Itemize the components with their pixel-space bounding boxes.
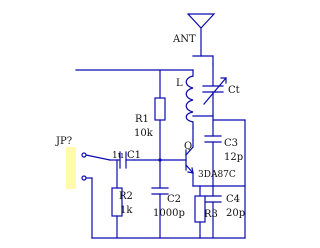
capacitor-c4 [204, 185, 222, 239]
r3-name: R3 [204, 209, 218, 220]
capacitor-c3 [204, 135, 222, 187]
input-connector [66, 147, 76, 189]
c1-name: C1 [127, 150, 141, 161]
trimmer-label: Ct [228, 85, 240, 96]
resistor-r3 [194, 185, 206, 239]
connector-label: JP? [55, 136, 72, 147]
junction-dot [158, 158, 162, 162]
resistor-r2 [111, 159, 123, 239]
r1-value: 10k [134, 128, 154, 139]
antenna-symbol [187, 13, 216, 57]
c2-name: C2 [167, 194, 181, 205]
antenna-label: ANT [172, 34, 196, 45]
transistor-ref: Q [184, 141, 192, 152]
c3-value: 12p [224, 152, 243, 163]
trimmer-capacitor [202, 63, 227, 117]
c3-name: C3 [224, 138, 238, 149]
inductor-label: L [176, 78, 183, 89]
c4-value: 20p [226, 208, 245, 219]
schematic-canvas: ANT L Ct C3 12p Q 3DA87C [55, 13, 246, 239]
r1-name: R1 [135, 114, 149, 125]
c4-name: C4 [226, 194, 240, 205]
c1-value: 1u [112, 151, 124, 161]
capacitor-c2 [151, 187, 169, 239]
fm-transmitter-schematic: ANT L Ct C3 12p Q 3DA87C [55, 13, 246, 239]
r2-value: 1k [120, 205, 133, 216]
transistor-part: 3DA87C [198, 170, 236, 180]
c2-value: 1000p [153, 208, 185, 219]
resistor-r1 [154, 69, 166, 189]
capacitor-c1 [85, 151, 135, 169]
r2-name: R2 [119, 191, 133, 202]
inductor-coil [185, 75, 194, 123]
